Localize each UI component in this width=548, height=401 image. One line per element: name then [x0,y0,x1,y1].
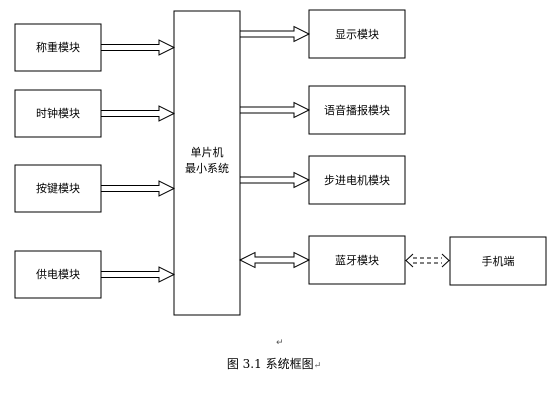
right-module-voice: 语音播报模块 [308,85,406,135]
stepper-module-label: 步进电机模块 [324,173,390,187]
power-module-label: 供电模块 [36,267,80,281]
key-module-label: 按键模块 [36,181,80,195]
left-module-weigh: 称重模块 [14,23,102,72]
right-module-bluetooth: 蓝牙模块 [308,235,406,285]
right-module-stepper: 步进电机模块 [308,155,406,205]
bluetooth-module-label: 蓝牙模块 [335,254,379,267]
mcu-minimum-system: 单片机 最小系统 [173,10,241,316]
mcu-label-line2: 最小系统 [185,162,229,175]
arrow-mcu-bluetooth-bidirectional [238,251,311,269]
left-module-power: 供电模块 [14,250,102,299]
arrow-mcu-to-voice [239,101,311,119]
display-module-label: 显示模块 [335,28,379,41]
caption-paragraph-mark: ↵ [313,361,322,371]
figure-caption: 图 3.1 系统框图↵ [0,355,548,372]
left-module-clock: 时钟模块 [14,89,102,138]
clock-module-label: 时钟模块 [36,106,80,120]
dashed-link-bluetooth-phone [405,253,450,268]
voice-module-label: 语音播报模块 [324,103,390,117]
right-module-display: 显示模块 [308,9,406,59]
caption-text: 图 3.1 系统框图 [226,357,314,371]
paragraph-mark: ↵ [276,338,284,348]
arrow-power-to-mcu [100,266,176,283]
arrow-mcu-to-stepper [239,171,311,189]
arrow-clock-to-mcu [100,105,176,122]
arrow-mcu-to-display [239,25,311,43]
arrow-weigh-to-mcu [100,39,176,56]
weigh-module-label: 称重模块 [36,40,80,54]
left-module-key: 按键模块 [14,164,102,213]
mcu-label-line1: 单片机 [191,145,224,159]
phone-label: 手机端 [482,254,515,268]
arrow-key-to-mcu [100,180,176,197]
phone-terminal: 手机端 [449,236,547,286]
